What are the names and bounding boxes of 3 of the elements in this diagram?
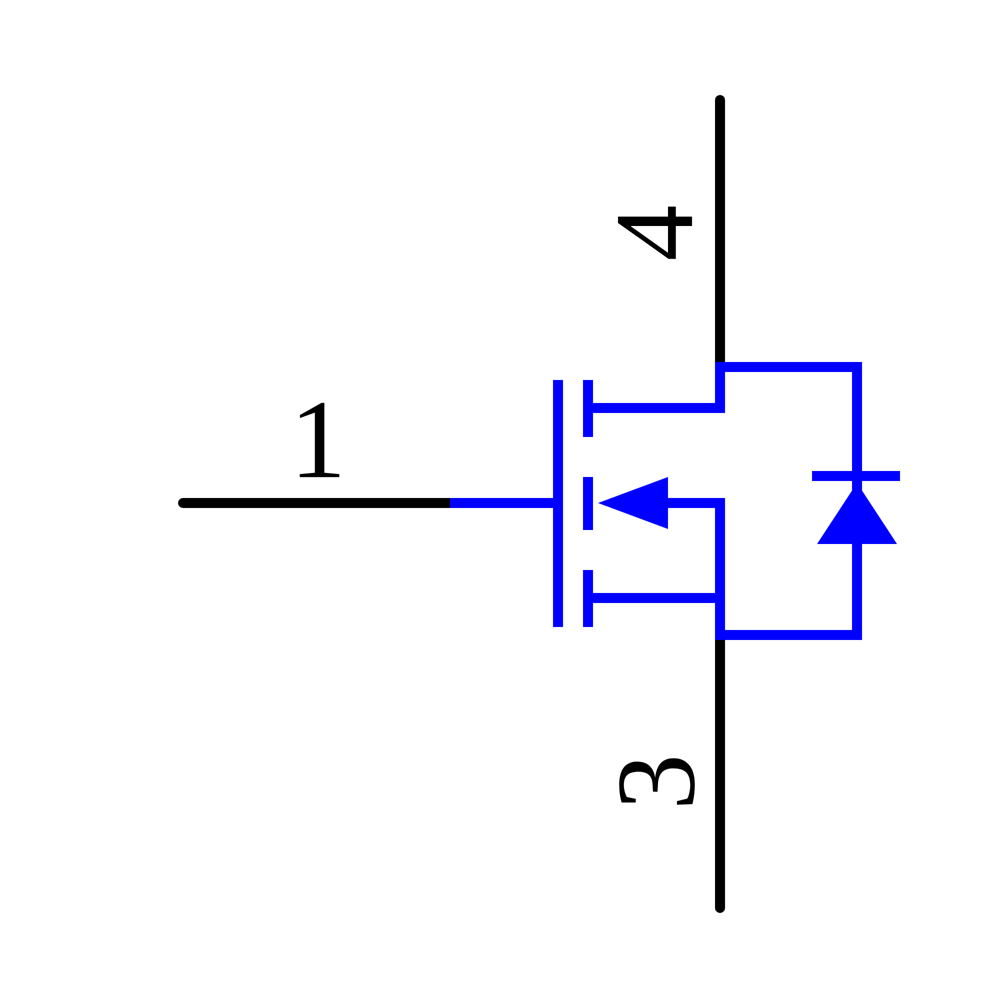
pin-number: 4	[618, 206, 692, 259]
pin-number: 1	[300, 402, 340, 478]
pin-number: 3	[619, 758, 695, 805]
